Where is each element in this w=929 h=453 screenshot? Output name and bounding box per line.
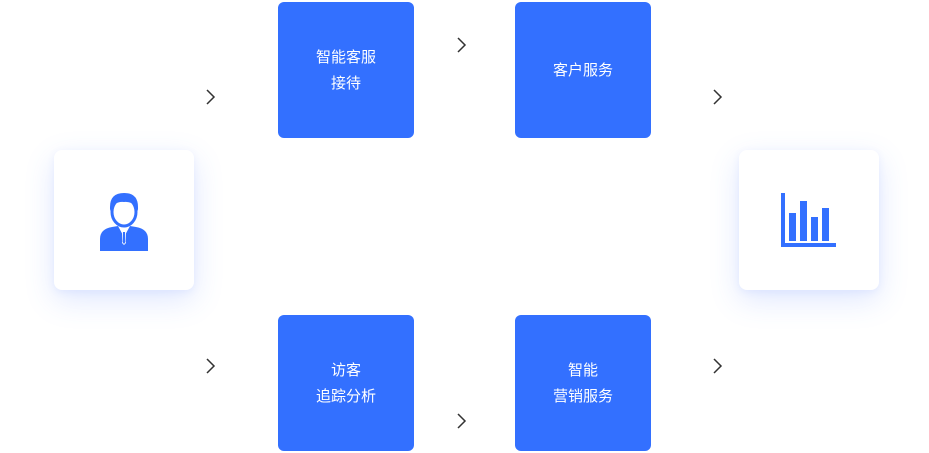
chevron-right-icon [455, 412, 469, 430]
node-customer-service: 客户服务 [515, 2, 651, 138]
chart-card [739, 150, 879, 290]
chevron-right-icon [711, 357, 725, 375]
node-label: 访客 [330, 361, 361, 379]
chevron-right-icon [204, 88, 218, 106]
node-label: 营销服务 [552, 387, 613, 405]
chevron-right-icon [204, 357, 218, 375]
node-label: 追踪分析 [315, 387, 376, 405]
chevron-right-icon [455, 36, 469, 54]
bar-chart-icon [781, 193, 836, 247]
node-smart-marketing: 智能 营销服务 [515, 315, 651, 451]
node-label: 客户服务 [552, 61, 613, 79]
node-label: 智能 [567, 361, 598, 379]
node-label: 接待 [330, 74, 361, 92]
node-label: 智能客服 [315, 48, 376, 66]
user-card [54, 150, 194, 290]
chevron-right-icon [711, 88, 725, 106]
node-visitor-tracking: 访客 追踪分析 [278, 315, 414, 451]
node-smart-service-reception: 智能客服 接待 [278, 2, 414, 138]
user-avatar-icon [100, 193, 148, 251]
